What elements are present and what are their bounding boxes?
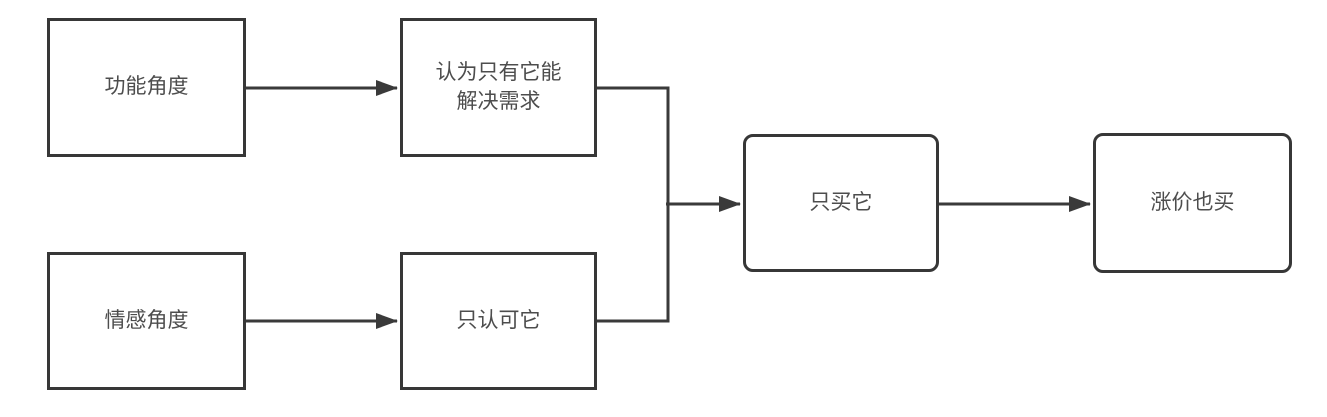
node-label-line2: 解决需求 <box>456 89 541 113</box>
node-belief-only-it-solves: 认为只有它能 解决需求 <box>400 18 597 157</box>
node-label: 情感角度 <box>104 308 189 332</box>
edge-merge-bracket <box>597 86 670 323</box>
node-label: 涨价也买 <box>1150 190 1235 214</box>
node-only-buy-it: 只买它 <box>743 134 939 272</box>
node-label-line1: 认为只有它能 <box>435 61 562 85</box>
node-label: 只认可它 <box>456 308 541 332</box>
node-emotional-angle: 情感角度 <box>47 252 246 390</box>
node-label: 只买它 <box>809 190 873 214</box>
node-buy-even-price-rise: 涨价也买 <box>1093 133 1292 273</box>
node-only-recognize-it: 只认可它 <box>400 252 597 390</box>
node-label: 功能角度 <box>104 75 189 99</box>
node-functional-angle: 功能角度 <box>47 18 246 157</box>
